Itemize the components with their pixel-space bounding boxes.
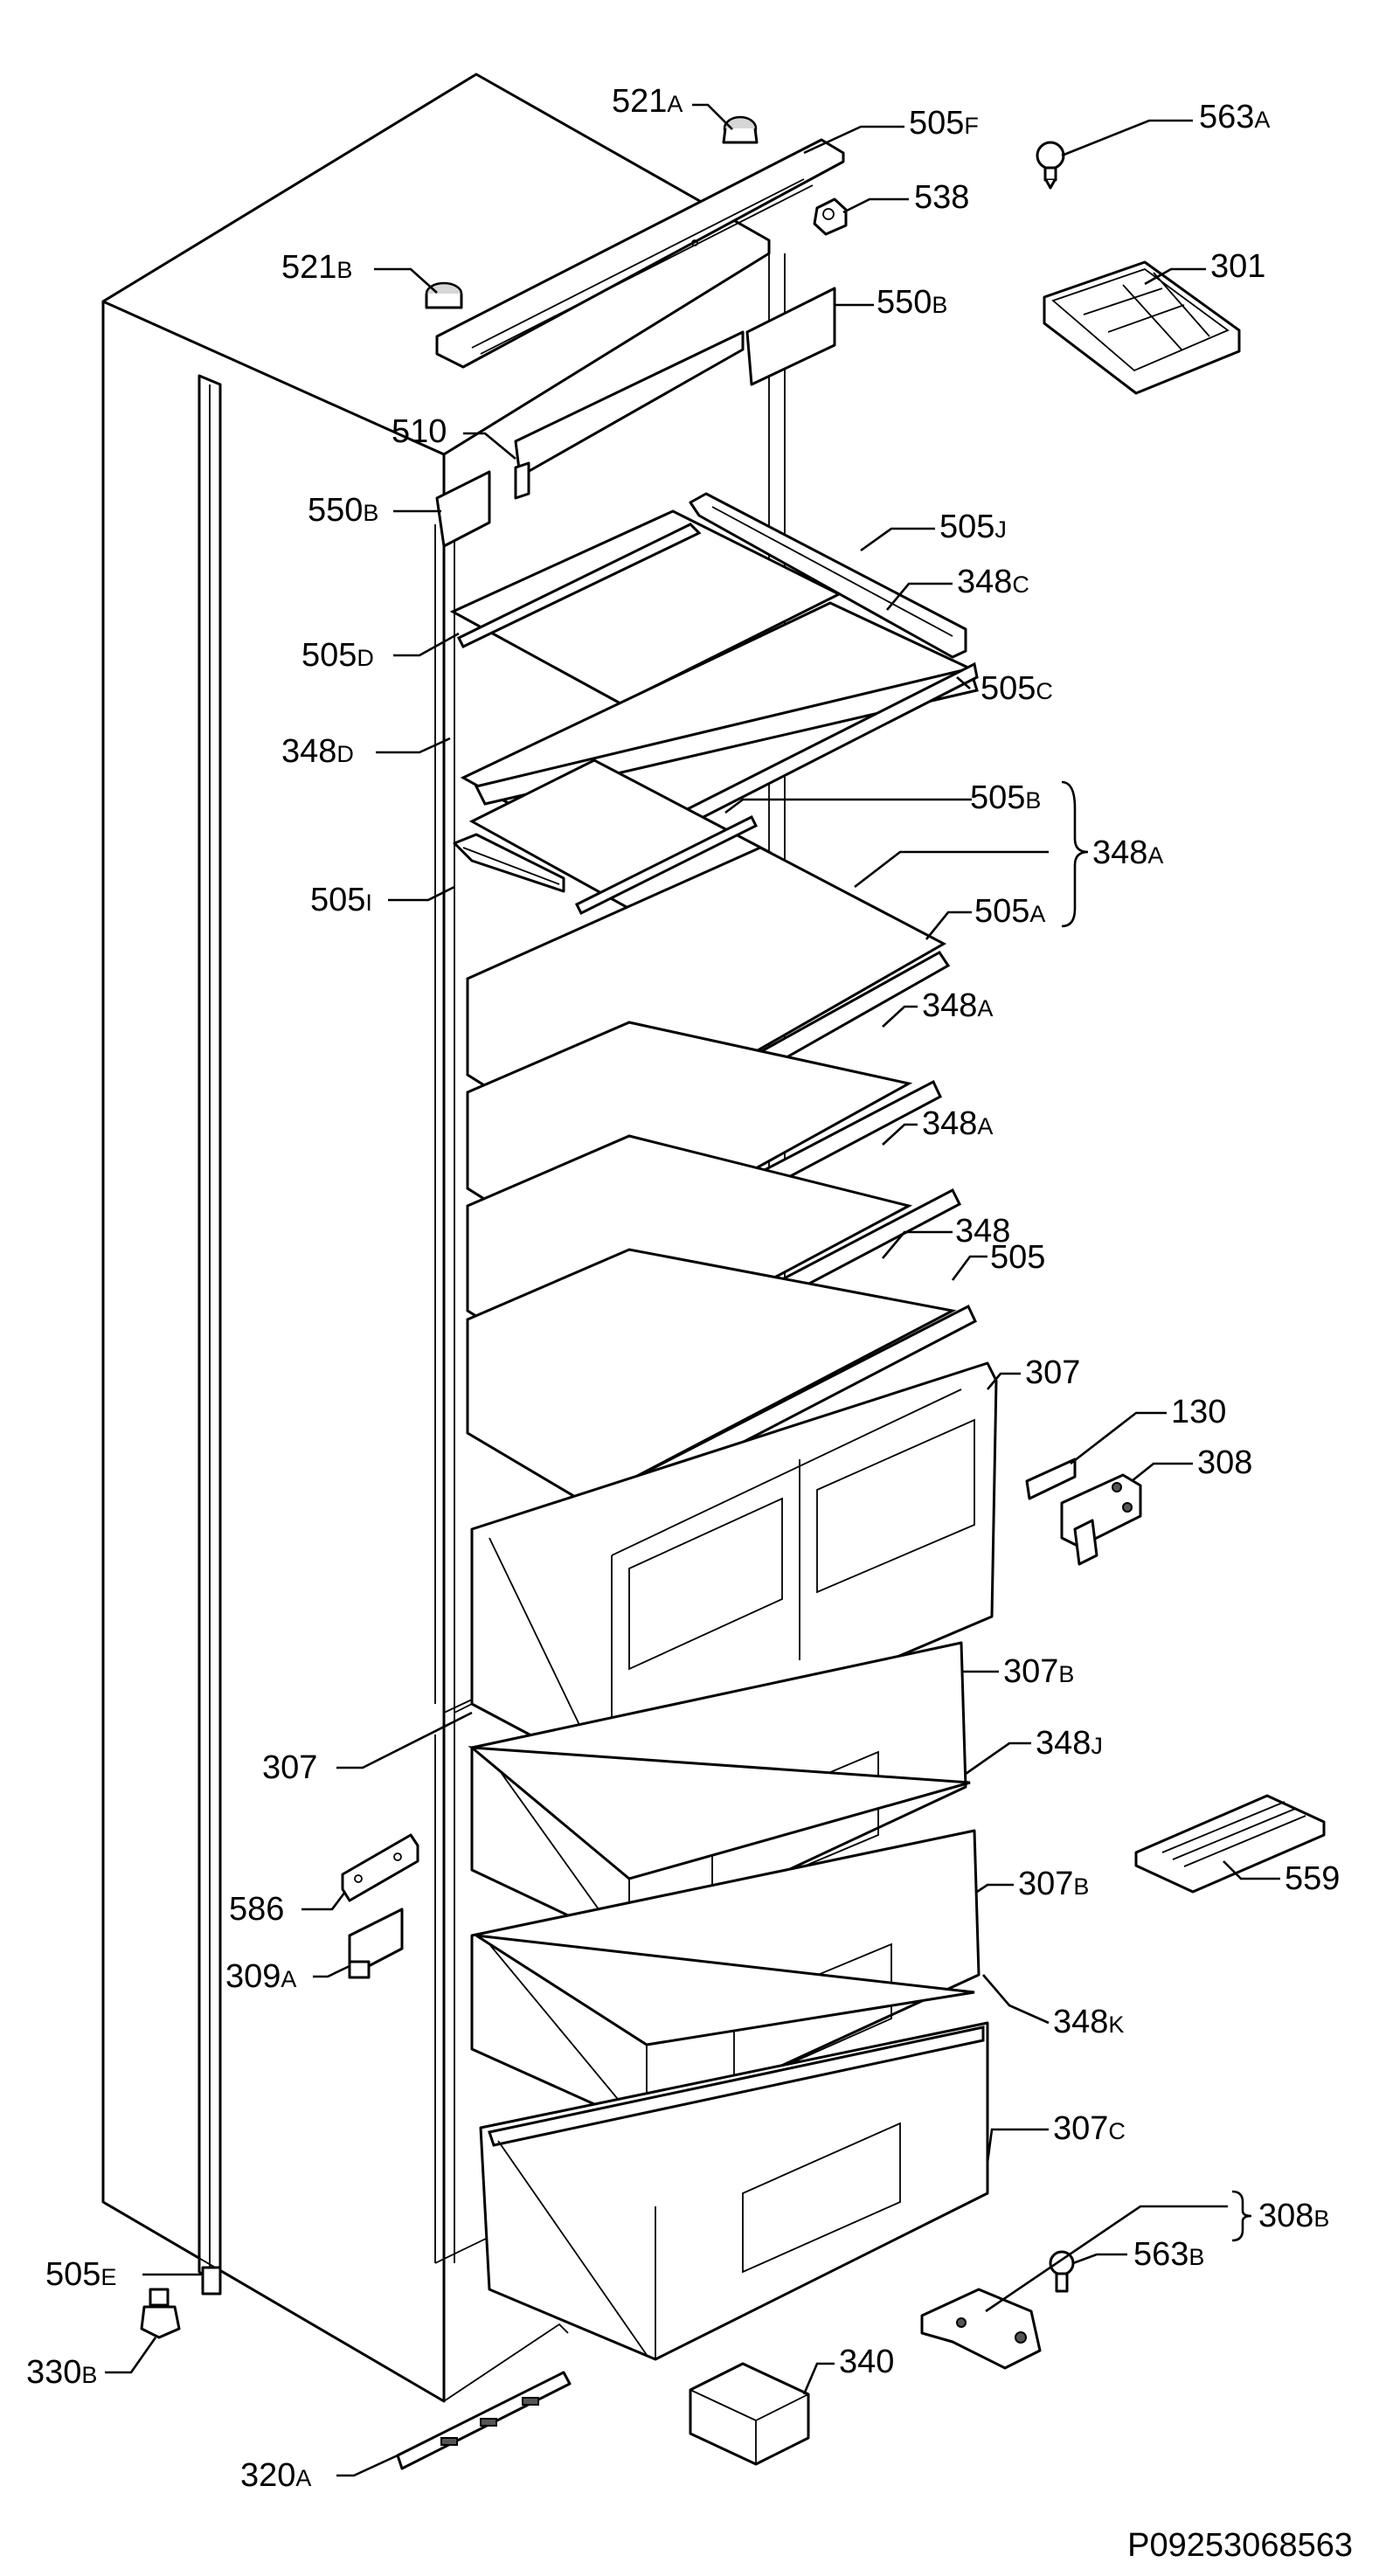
label-505C: 505C — [981, 670, 1053, 707]
label-550B-left: 550B — [308, 492, 378, 529]
label-307B-2: 307B — [1018, 1866, 1089, 1902]
label-348J: 348J — [1036, 1725, 1103, 1762]
glass-divider-348J — [468, 1746, 971, 1880]
label-505J: 505J — [939, 509, 1007, 545]
foot-330B — [140, 2288, 181, 2339]
light-cover-510 — [514, 330, 745, 500]
hinge-308B — [920, 2288, 1042, 2370]
label-348C: 348C — [957, 564, 1029, 600]
label-340: 340 — [839, 2344, 894, 2380]
drawing-number: P09253068563 — [1127, 2527, 1353, 2564]
label-505E: 505E — [45, 2256, 116, 2293]
cap-521A — [722, 115, 759, 144]
label-563A: 563A — [1199, 99, 1270, 135]
part-labels: 521A 505F 563A 538 521B 301 550B 510 550… — [26, 83, 1340, 2494]
label-301: 301 — [1210, 248, 1265, 285]
label-308: 308 — [1197, 1444, 1252, 1481]
label-521B: 521B — [281, 249, 352, 286]
label-505F: 505F — [909, 105, 979, 142]
label-348A-group: 348A — [1092, 834, 1163, 871]
label-559: 559 — [1285, 1860, 1340, 1897]
label-505: 505 — [990, 1239, 1045, 1276]
ice-box-559 — [1134, 1794, 1326, 1894]
label-505B: 505B — [970, 779, 1041, 816]
label-307C: 307C — [1053, 2110, 1126, 2147]
hinge-308 — [1060, 1473, 1142, 1566]
hinge-586 — [341, 1833, 419, 1902]
glass-divider-348K — [475, 1934, 975, 2046]
door-shelf-505J — [689, 492, 967, 659]
screw-563B — [1049, 2250, 1075, 2293]
label-348A-1: 348A — [922, 987, 993, 1024]
ice-tray-301 — [1043, 260, 1241, 395]
label-510: 510 — [392, 413, 447, 450]
shelf-rail-505B — [574, 814, 759, 916]
block-340 — [689, 2362, 810, 2466]
label-505I: 505I — [310, 882, 372, 918]
top-hinge-plate — [435, 138, 845, 369]
label-308B: 308B — [1258, 2198, 1329, 2234]
label-320A: 320A — [240, 2457, 311, 2494]
label-538: 538 — [914, 179, 969, 216]
leader-lines — [105, 103, 1280, 2477]
label-348: 348 — [955, 1213, 1010, 1250]
label-309A: 309A — [225, 1958, 296, 1995]
label-550B-top: 550B — [877, 284, 947, 321]
screw-505E — [201, 2266, 222, 2296]
label-330B: 330B — [26, 2354, 97, 2391]
label-348A-2: 348A — [922, 1105, 993, 1142]
label-586: 586 — [229, 1891, 284, 1928]
label-307-left: 307 — [262, 1749, 317, 1786]
bracket-309A — [348, 1908, 404, 1979]
label-348D: 348D — [281, 733, 354, 770]
shelf-holder-505I — [453, 833, 565, 893]
screw-563A — [1036, 141, 1065, 190]
label-505A: 505A — [974, 893, 1045, 930]
freezer-drawer-307C — [479, 2021, 989, 2361]
label-130: 130 — [1171, 1394, 1226, 1430]
label-563B: 563B — [1133, 2236, 1204, 2273]
cap-521B — [425, 281, 463, 309]
cover-550B-top — [745, 287, 836, 386]
clip-538 — [813, 197, 848, 236]
rail-320A — [396, 2371, 572, 2470]
label-307B-1: 307B — [1003, 1653, 1074, 1690]
cover-550B-left — [435, 470, 491, 548]
label-521A: 521A — [612, 83, 683, 120]
glass-shelf-348C-top — [449, 509, 842, 705]
spacer-130 — [1025, 1458, 1077, 1500]
label-307-right: 307 — [1025, 1354, 1080, 1391]
label-505D: 505D — [301, 637, 374, 674]
label-348K: 348K — [1053, 2004, 1124, 2040]
